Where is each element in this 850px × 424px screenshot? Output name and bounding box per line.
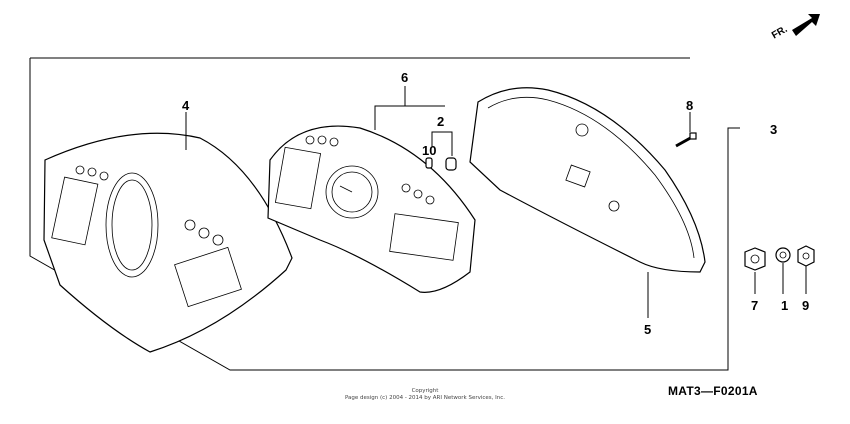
callout-5: 5 <box>644 322 651 337</box>
bulb-part-10[interactable] <box>425 157 433 169</box>
leader-2-right <box>441 131 453 156</box>
screw-part-8[interactable] <box>675 132 697 148</box>
callout-7: 7 <box>751 298 758 313</box>
callout-8: 8 <box>686 98 693 113</box>
washer-part-1[interactable] <box>775 247 791 263</box>
meter-case-part-4[interactable] <box>43 132 293 353</box>
leader-2-left <box>431 131 441 146</box>
callout-3: 3 <box>770 122 777 137</box>
callout-2: 2 <box>437 114 444 129</box>
copyright-line-2: Page design (c) 2004 - 2014 by ARI Netwo… <box>344 395 506 401</box>
callout-10: 10 <box>422 143 436 158</box>
assembly-frame <box>29 58 740 371</box>
nut-part-9[interactable] <box>797 245 815 267</box>
front-direction-arrow-icon <box>792 14 820 36</box>
callout-6: 6 <box>401 70 408 85</box>
instrument-board-part-6[interactable] <box>267 125 476 293</box>
leader-6 <box>374 86 406 130</box>
copyright-notice: Copyright Page design (c) 2004 - 2014 by… <box>330 388 520 402</box>
callout-1: 1 <box>781 298 788 313</box>
nut-part-7[interactable] <box>744 247 766 271</box>
bulb-part-2[interactable] <box>445 157 457 171</box>
callout-4: 4 <box>182 98 190 113</box>
figure-code: MAT3—F0201A <box>668 384 758 398</box>
meter-cover-part-5[interactable] <box>469 87 706 273</box>
callout-9: 9 <box>802 298 809 313</box>
copyright-line-1: Copyright <box>411 388 439 394</box>
